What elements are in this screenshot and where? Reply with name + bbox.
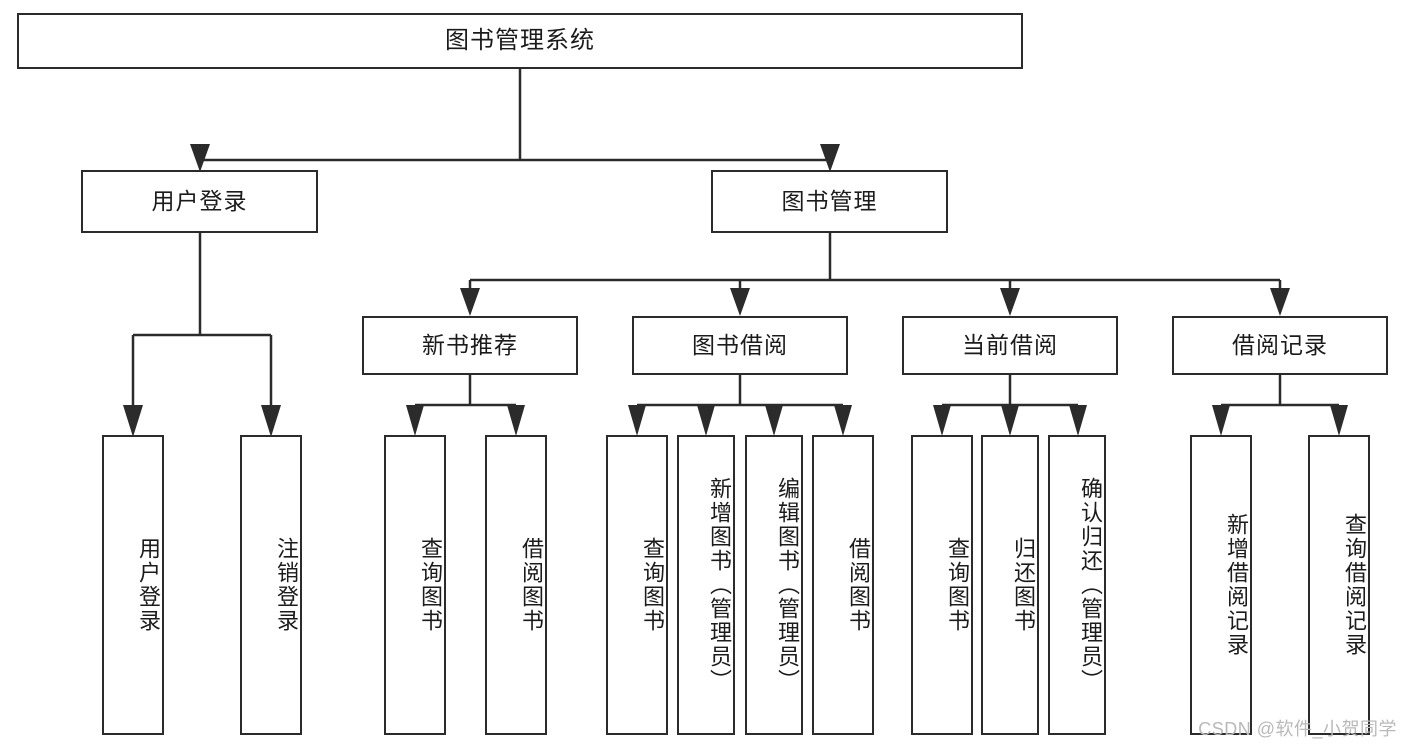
node-leaf-confirm-return-label: 确认归还（管理员） (1078, 477, 1103, 693)
node-leaf-query-book-1-label: 查询图书 (418, 537, 443, 633)
node-user-login[interactable]: 用户登录 (81, 170, 318, 233)
node-leaf-return-book-label: 归还图书 (1011, 537, 1036, 633)
node-new-book-recommend-label: 新书推荐 (422, 331, 518, 358)
node-leaf-query-book-2[interactable]: 查询图书 (606, 435, 668, 735)
node-leaf-edit-book-label: 编辑图书（管理员） (775, 477, 800, 693)
node-root[interactable]: 图书管理系统 (17, 13, 1023, 69)
node-book-borrow-label: 图书借阅 (692, 331, 788, 358)
node-leaf-add-record[interactable]: 新增借阅记录 (1190, 435, 1252, 735)
node-user-login-label: 用户登录 (151, 187, 248, 214)
node-leaf-confirm-return[interactable]: 确认归还（管理员） (1048, 435, 1106, 735)
node-current-borrow-label: 当前借阅 (962, 331, 1058, 358)
node-leaf-query-record[interactable]: 查询借阅记录 (1308, 435, 1370, 735)
node-borrow-record-label: 借阅记录 (1232, 331, 1328, 358)
node-leaf-query-book-1[interactable]: 查询图书 (384, 435, 446, 735)
node-leaf-borrow-book-1[interactable]: 借阅图书 (485, 435, 547, 735)
node-leaf-add-record-label: 新增借阅记录 (1224, 513, 1249, 657)
node-leaf-return-book[interactable]: 归还图书 (981, 435, 1039, 735)
node-leaf-logout-login[interactable]: 注销登录 (240, 435, 302, 735)
node-leaf-query-record-label: 查询借阅记录 (1342, 513, 1367, 657)
node-leaf-query-book-2-label: 查询图书 (640, 537, 665, 633)
node-borrow-record[interactable]: 借阅记录 (1172, 316, 1388, 375)
node-new-book-recommend[interactable]: 新书推荐 (362, 316, 578, 375)
node-leaf-add-book[interactable]: 新增图书（管理员） (677, 435, 735, 735)
node-leaf-user-login-label: 用户登录 (136, 537, 161, 633)
node-leaf-query-book-3-label: 查询图书 (945, 537, 970, 633)
node-leaf-borrow-book-1-label: 借阅图书 (519, 537, 544, 633)
node-leaf-add-book-label: 新增图书（管理员） (707, 477, 732, 693)
node-leaf-edit-book[interactable]: 编辑图书（管理员） (745, 435, 803, 735)
node-leaf-logout-login-label: 注销登录 (274, 537, 299, 633)
node-leaf-borrow-book-2-label: 借阅图书 (846, 537, 871, 633)
node-leaf-borrow-book-2[interactable]: 借阅图书 (812, 435, 874, 735)
node-leaf-query-book-3[interactable]: 查询图书 (911, 435, 973, 735)
node-book-borrow[interactable]: 图书借阅 (632, 316, 848, 375)
node-root-label: 图书管理系统 (445, 26, 595, 54)
node-current-borrow[interactable]: 当前借阅 (902, 316, 1118, 375)
node-book-manage[interactable]: 图书管理 (711, 170, 948, 233)
node-leaf-user-login[interactable]: 用户登录 (102, 435, 164, 735)
node-book-manage-label: 图书管理 (781, 187, 878, 214)
